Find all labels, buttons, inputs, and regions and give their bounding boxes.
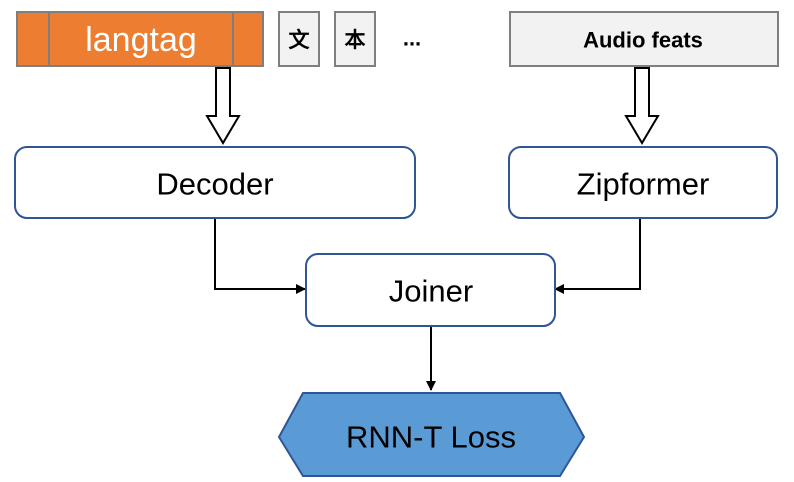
decoder-label: Decoder [156,167,273,202]
audio-feats-box [509,11,779,67]
rnnt-loss-label: RNN-T Loss [346,420,516,455]
zipformer-block: Zipformer [508,146,778,219]
char-token-1-label: 文 [289,28,311,52]
langtag-label: langtag [85,21,197,59]
rnnt-loss-block: RNN-T Loss [277,392,586,477]
rnnt-loss-hexagon [277,392,586,477]
langtag-box [16,11,264,67]
audio-feats-label: Audio feats [583,28,703,53]
char-token-2-box [334,11,376,67]
zipformer-label: Zipformer [577,167,710,202]
zipformer-to-joiner-connector [554,219,641,294]
decoder-box [14,146,416,219]
langtag-to-decoder-arrow [205,67,241,145]
audio-to-zipformer-arrow [624,67,660,145]
audio-feats-input: Audio feats [509,11,779,67]
joiner-box [305,253,556,327]
token-ellipsis: ... [403,26,421,51]
char-token-2: 本 [334,11,376,67]
decoder-block: Decoder [14,146,416,219]
char-token-2-label: 本 [345,28,366,52]
zipformer-box [508,146,778,219]
char-token-1: 文 [278,11,320,67]
char-token-1-box [278,11,320,67]
joiner-block: Joiner [305,253,556,327]
joiner-label: Joiner [389,274,473,309]
langtag-token: langtag [16,11,264,67]
decoder-to-joiner-connector [214,219,306,294]
